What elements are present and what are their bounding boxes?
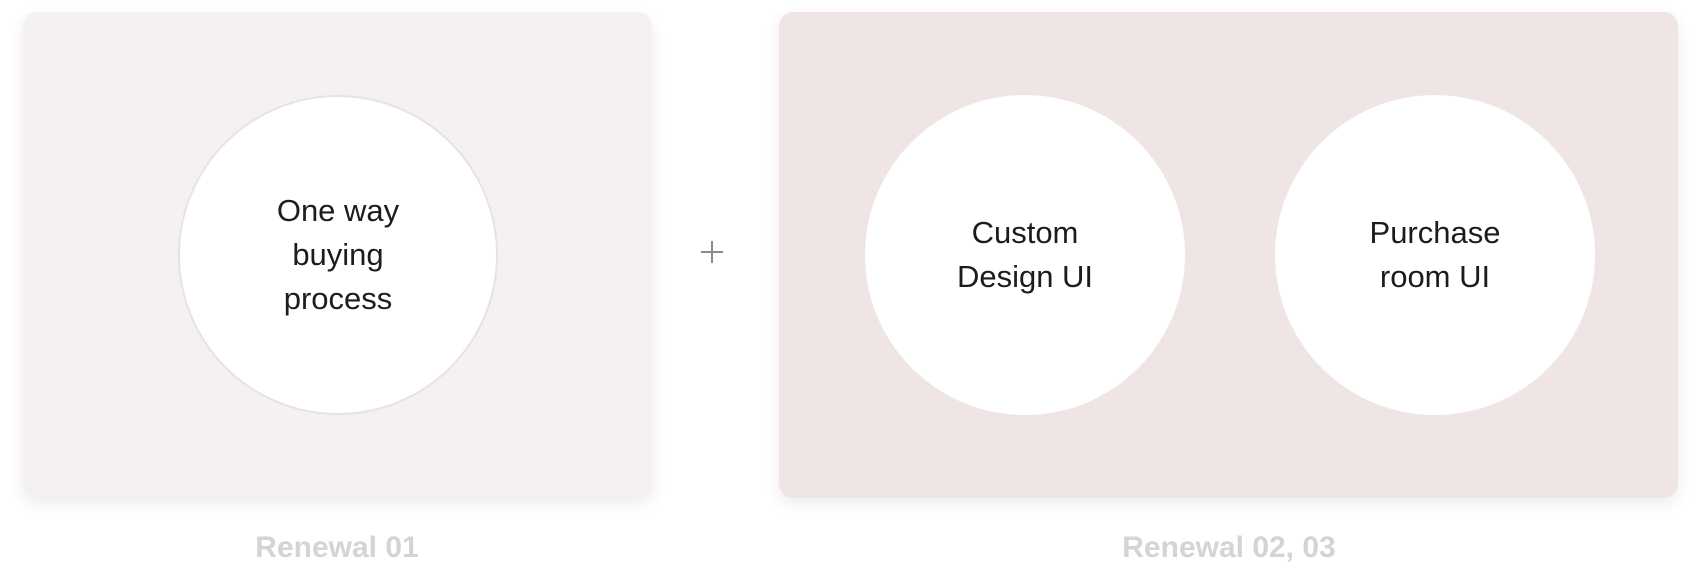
- custom-design-ui-circle: Custom Design UI: [865, 95, 1185, 415]
- renewal-01-caption: Renewal 01: [255, 531, 419, 564]
- renewal-02-03-caption: Renewal 02, 03: [1122, 531, 1336, 564]
- circle-label: One way buying process: [276, 193, 400, 316]
- circle-label: Custom Design UI: [956, 215, 1094, 294]
- renewal-02-03-panel: Custom Design UI Purchase room UI: [779, 12, 1678, 498]
- circle-label: Purchase room UI: [1369, 215, 1501, 294]
- one-way-buying-process-circle: One way buying process: [178, 95, 498, 415]
- renewal-01-panel: One way buying process: [23, 12, 652, 498]
- plus-icon: [700, 240, 724, 264]
- purchase-room-ui-circle: Purchase room UI: [1275, 95, 1595, 415]
